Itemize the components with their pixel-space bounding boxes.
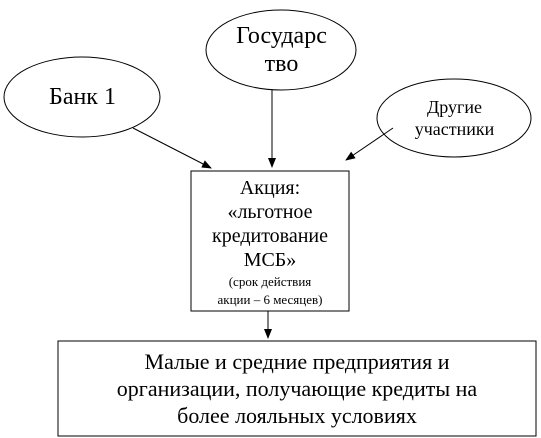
action-label-line-3: кредитование — [211, 225, 329, 247]
sme-label-line-2: организации, получающие кредиты на — [116, 376, 478, 401]
sme-node: Малые и средние предприятия и организаци… — [58, 341, 536, 436]
others-label-line-1: Другие — [426, 97, 483, 117]
action-note-line-1: (срок действия — [228, 274, 312, 289]
state-label-line-1: Государс — [236, 23, 327, 49]
action-node: Акция: «льготное кредитование МСБ» (срок… — [191, 171, 349, 311]
sme-box — [57, 340, 537, 437]
others-ellipse — [376, 78, 532, 158]
sme-label-line-3: более лояльных условиях — [177, 403, 417, 428]
arrow-bank-to-action — [132, 127, 212, 169]
state-label-line-2: тво — [264, 51, 299, 77]
state-ellipse — [205, 9, 357, 91]
arrow-others-to-action — [345, 127, 394, 161]
sme-label-line-1: Малые и средние предприятия и — [144, 349, 450, 374]
action-label-line-2: «льготное — [227, 201, 313, 223]
action-box — [190, 170, 350, 312]
action-note-line-2: акции – 6 месяцев) — [217, 292, 323, 307]
action-label-line-4: МСБ» — [243, 249, 297, 271]
bank-ellipse — [3, 56, 161, 138]
bank-label: Банк 1 — [49, 83, 116, 110]
state-node: Государс тво — [206, 10, 357, 90]
others-label-line-2: участники — [414, 119, 495, 139]
others-node: Другие участники — [377, 79, 532, 157]
bank-node: Банк 1 — [4, 57, 161, 137]
action-label-line-1: Акция: — [239, 177, 301, 199]
